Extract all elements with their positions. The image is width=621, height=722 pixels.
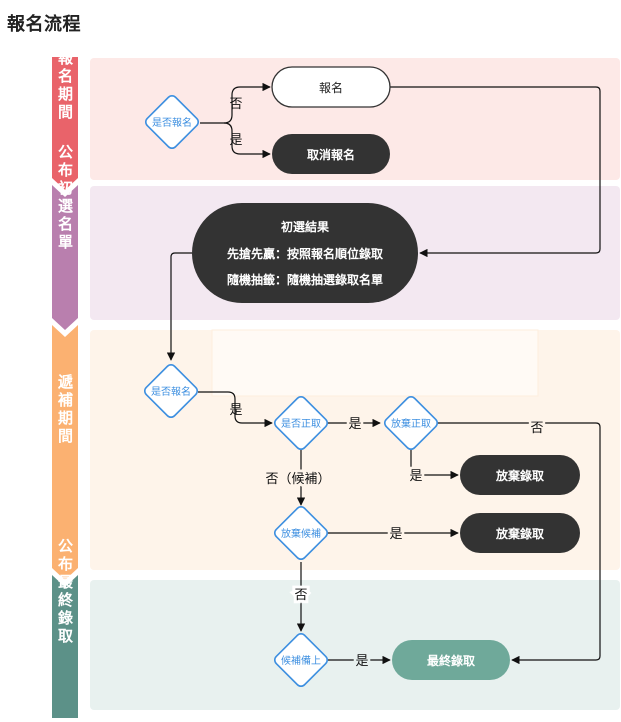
stage-chevron-substitution (52, 325, 78, 580)
node-final-label: 最終錄取 (427, 653, 475, 668)
edge-label-no: 否 (294, 588, 307, 603)
stage-label-substitution: 遞補期間 (56, 373, 74, 446)
edge-label-no: 否 (530, 421, 543, 436)
stage-chevron-registration (52, 57, 78, 190)
stage-label-registration: 報名期間 (56, 49, 74, 122)
node-give-up-label: 放棄錄取 (495, 468, 544, 483)
decision-give-up-waitlist: 放棄候補 (273, 505, 329, 561)
stage-panel-registration (90, 58, 620, 180)
decision-registered-2: 是否報名 (143, 363, 199, 419)
node-cancel-label: 取消報名 (307, 147, 355, 162)
node-apply-label: 報名 (319, 80, 343, 95)
highlight-box (211, 329, 539, 397)
decision-label: 候補備上 (281, 654, 321, 667)
decision-label: 是否報名 (151, 385, 191, 398)
node-give-up-admission-1: 放棄錄取 (460, 455, 580, 495)
edge-label-yes: 是 (409, 469, 422, 484)
stage-chevron-final (52, 575, 78, 718)
edge-label-yes: 是 (355, 654, 368, 669)
decision-registered: 是否報名 (144, 94, 200, 150)
edge-label-yes: 是 (229, 403, 242, 418)
decision-label: 放棄正取 (391, 417, 431, 430)
result-line-first-come: 先搶先贏：按照報名順位錄取 (227, 246, 383, 261)
node-apply: 報名 (271, 66, 391, 108)
stage-label-preliminary: 公布初選名單 (56, 144, 74, 252)
edge-d2-formal (198, 391, 273, 428)
edge-label-yes: 是 (348, 417, 361, 432)
stage-panel-final (90, 580, 620, 710)
decision-formal-admission: 是否正取 (273, 395, 329, 451)
edge-d1-cancel (223, 122, 271, 159)
result-title: 初選結果 (281, 219, 329, 234)
edge-giveupformal-final (438, 422, 601, 665)
edge-apply-result (390, 86, 601, 258)
edge-d1-apply (200, 82, 271, 124)
decision-label: 放棄候補 (281, 527, 321, 540)
edge-label-yes: 是 (229, 133, 242, 148)
node-preliminary-result: 初選結果 先搶先贏：按照報名順位錄取 隨機抽籤：隨機抽選錄取名單 (192, 203, 418, 303)
edge-giveupformal-giveup1 (410, 450, 459, 480)
decision-label: 是否正取 (281, 418, 321, 430)
decision-waitlist-promoted: 候補備上 (273, 632, 329, 688)
edge-result-d2 (166, 252, 192, 361)
edge-label-yes: 是 (389, 527, 402, 542)
node-give-up-label: 放棄錄取 (495, 526, 544, 541)
page-title: 報名流程 (7, 14, 81, 35)
decision-label: 是否報名 (152, 116, 192, 129)
node-final-admission: 最終錄取 (392, 640, 510, 680)
node-cancel: 取消報名 (272, 134, 390, 174)
node-give-up-admission-2: 放棄錄取 (460, 513, 580, 553)
edge-label-no-wait: 否（候補） (265, 472, 330, 487)
stage-label-final: 公布最終錄取 (56, 538, 74, 646)
stage-chevron-preliminary (52, 185, 78, 330)
decision-give-up-formal: 放棄正取 (383, 395, 439, 451)
result-line-lottery: 隨機抽籤：隨機抽選錄取名單 (227, 272, 383, 287)
edge-label-no: 否 (229, 97, 242, 112)
